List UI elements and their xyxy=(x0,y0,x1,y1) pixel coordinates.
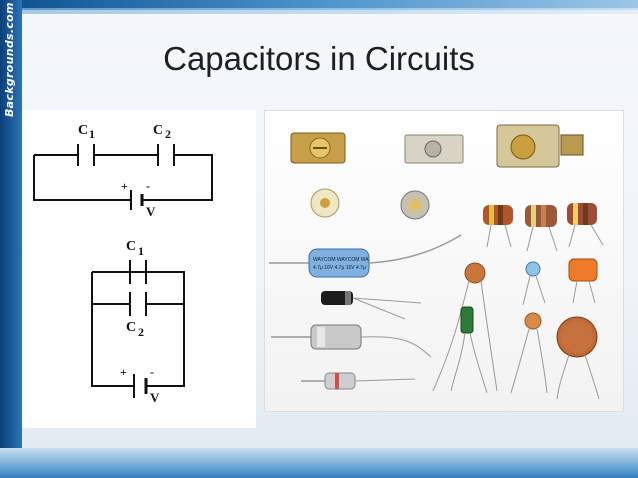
series-plus-sign: + xyxy=(121,179,128,193)
banded-capacitor-2 xyxy=(525,205,558,252)
series-c1-sub: 1 xyxy=(89,127,95,141)
ceramic-disc-blue xyxy=(522,261,546,306)
small-trimmer-2 xyxy=(400,190,430,220)
trimmer-capacitor-3 xyxy=(496,124,584,168)
series-voltage-label: V xyxy=(146,204,156,219)
slide-title: Capacitors in Circuits xyxy=(163,40,475,77)
capacitors-photo: WAYCOM WAYCOM WA 4.7µ 16V 4.7µ 16V 4.7µ xyxy=(264,110,624,412)
top-accent-bar xyxy=(0,0,638,10)
film-capacitor-orange xyxy=(568,258,598,304)
parallel-wire-outer xyxy=(91,271,185,387)
ceramic-disc-large xyxy=(556,316,600,400)
parallel-plus-sign: + xyxy=(120,365,127,379)
series-minus-sign: - xyxy=(146,179,150,193)
banded-capacitor-3 xyxy=(567,203,604,248)
capacitors-photo-illustration: WAYCOM WAYCOM WA 4.7µ 16V 4.7µ 16V 4.7µ xyxy=(269,124,604,400)
ceramic-disc-small xyxy=(510,312,548,394)
electrolytic-capacitor-black xyxy=(321,291,422,320)
parallel-voltage-label: V xyxy=(150,390,160,405)
left-sidebar-bar: Backgrounds.com xyxy=(0,0,22,478)
ceramic-disc-orange xyxy=(432,262,498,392)
series-c2-sub: 2 xyxy=(165,127,171,141)
parallel-c1-label: C xyxy=(126,239,136,254)
electrolytic-print-2: 4.7µ 16V 4.7µ 16V 4.7µ xyxy=(313,265,366,271)
series-c2-label: C xyxy=(153,123,163,138)
circuit-diagrams: C 1 C 2 + - V C 1 C 2 + - xyxy=(33,123,213,405)
parallel-c1-sub: 1 xyxy=(138,244,144,258)
parallel-c2-label: C xyxy=(126,320,136,335)
trimmer-capacitor-2 xyxy=(404,134,464,164)
parallel-c2-sub: 2 xyxy=(138,325,144,339)
electrolytic-capacitor-blue: WAYCOM WAYCOM WA 4.7µ 16V 4.7µ 16V 4.7µ xyxy=(269,234,462,278)
parallel-circuit xyxy=(91,260,185,398)
trimmer-capacitor-1 xyxy=(290,132,346,164)
parallel-minus-sign: - xyxy=(150,365,154,379)
series-c1-label: C xyxy=(78,123,88,138)
bottom-accent-bar xyxy=(0,448,638,478)
banded-capacitor-1 xyxy=(483,205,513,248)
film-capacitor-green xyxy=(450,306,488,394)
electrolytic-print-1: WAYCOM WAYCOM WA xyxy=(313,257,369,263)
circuit-diagram-panel: C 1 C 2 + - V C 1 C 2 + - xyxy=(22,110,256,428)
top-accent-wave xyxy=(0,8,638,14)
axial-capacitor-small xyxy=(301,372,416,390)
series-wire xyxy=(33,154,213,201)
series-circuit xyxy=(33,144,213,210)
small-trimmer-1 xyxy=(310,188,340,218)
axial-capacitor-silver xyxy=(271,324,432,358)
